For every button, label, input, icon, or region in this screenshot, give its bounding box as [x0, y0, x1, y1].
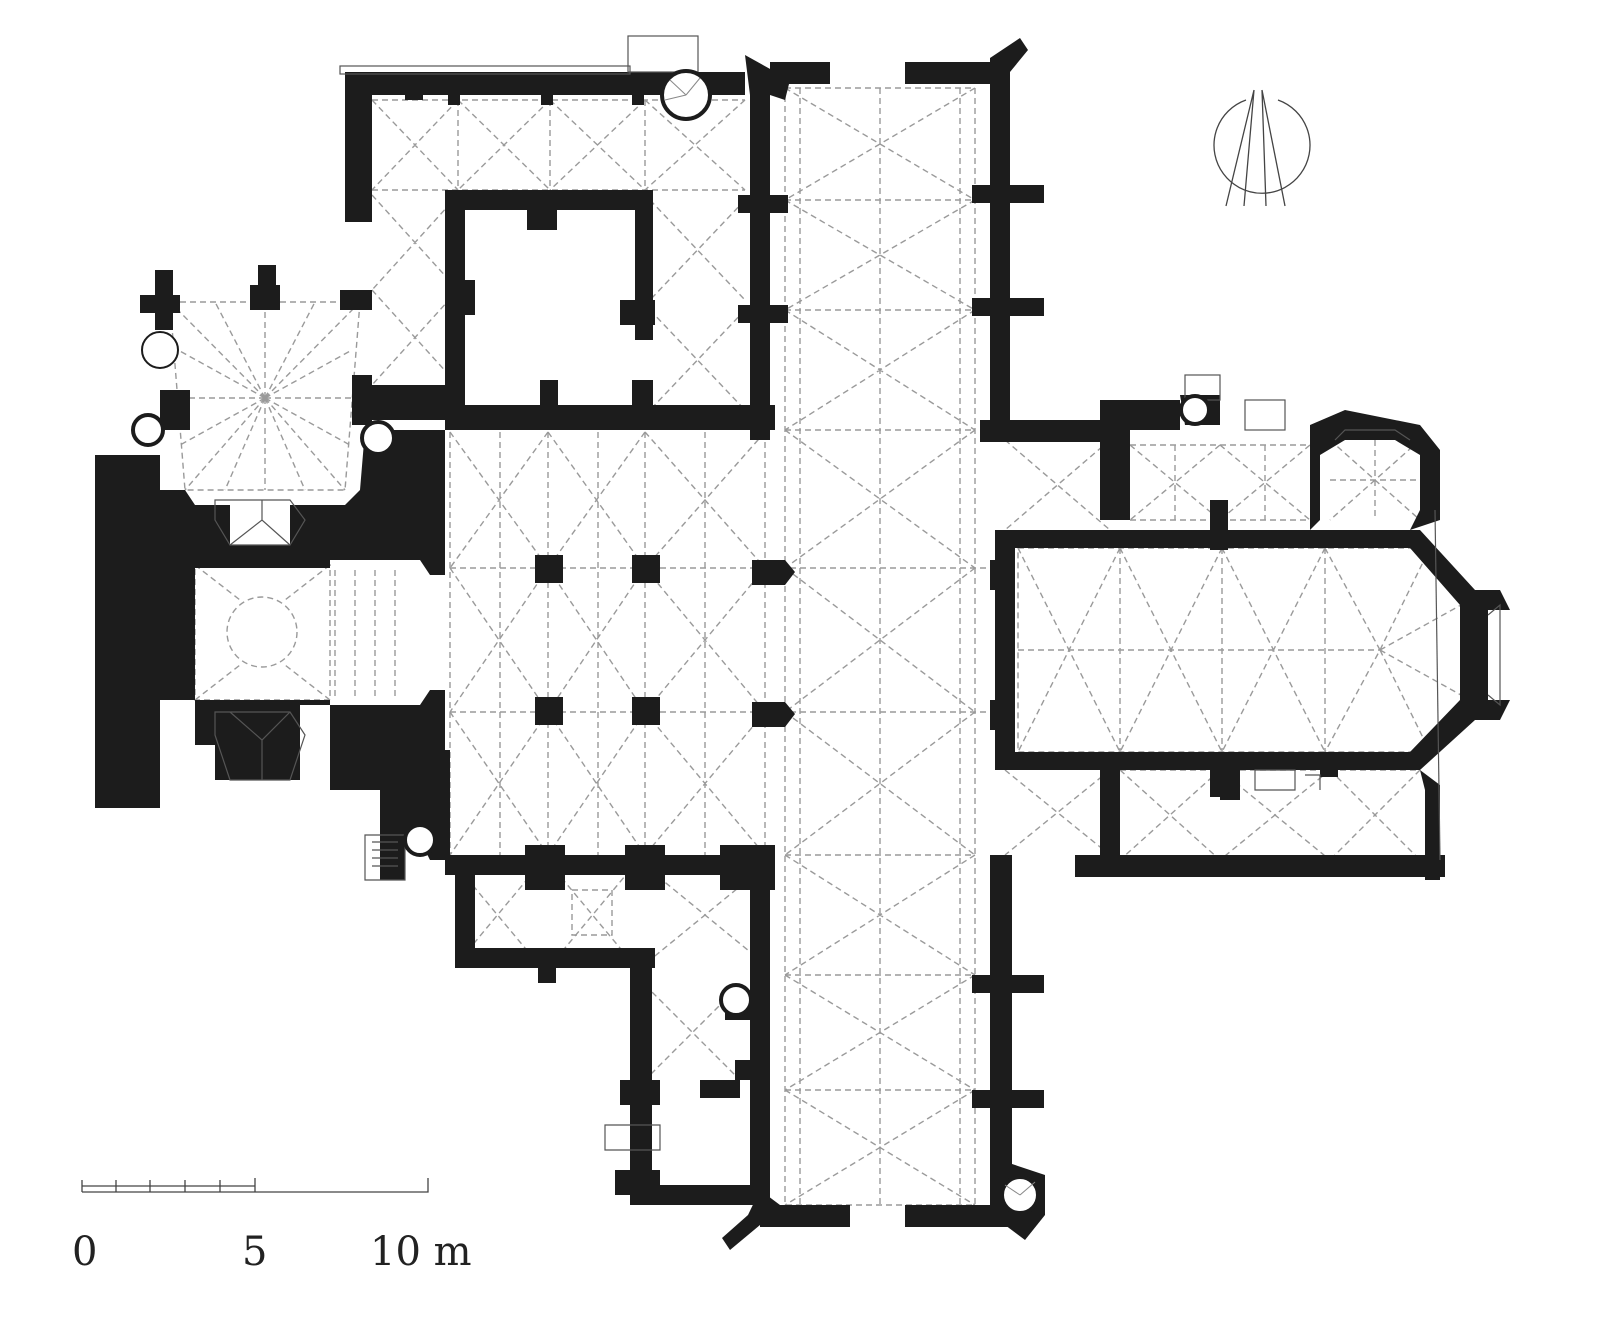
transept-vaults — [784, 87, 976, 1206]
west-front-mass — [95, 430, 445, 880]
transept-west-wall-s — [750, 855, 770, 1205]
transept-east-wall-s — [990, 855, 1012, 1225]
south-aisle-vaults — [1119, 769, 1421, 861]
spiral-stairs — [131, 69, 1211, 1215]
cloister-court-wall-n — [445, 190, 653, 210]
walls — [95, 38, 1510, 1250]
spiral-stair-icon — [131, 413, 165, 447]
vault-ribs — [169, 87, 1471, 1206]
north-chapel-wall — [1310, 410, 1440, 530]
south-chapel-vaults — [459, 869, 761, 1081]
spiral-stair-icon — [141, 331, 179, 369]
nave-vaults — [449, 431, 1000, 856]
spiral-stair-icon — [360, 420, 396, 456]
nave-pier — [752, 702, 795, 727]
west-vestibule-vault — [194, 564, 396, 701]
nave-pier — [632, 555, 660, 583]
spiral-stair-icon — [719, 983, 753, 1017]
outlines — [214, 35, 1501, 1151]
nave-pier — [535, 555, 563, 583]
choir-vaults — [1017, 547, 1471, 753]
scale-label-ten-meters: 10 m — [370, 1229, 472, 1275]
scale-label-five: 5 — [242, 1229, 268, 1275]
west-chapel-vault — [169, 301, 361, 491]
nave-pier — [752, 560, 795, 585]
transept-south-wall — [760, 1205, 850, 1227]
nave-pier — [535, 697, 563, 725]
nave-north-wall — [445, 405, 775, 430]
scale-bar — [81, 1178, 429, 1193]
north-arrow-icon — [1213, 89, 1311, 207]
transept-north-wall — [770, 62, 830, 84]
nave-pier — [632, 697, 660, 725]
spiral-stair-icon — [403, 823, 437, 857]
scale-label-zero: 0 — [72, 1229, 98, 1275]
spiral-stair-icon — [1179, 394, 1211, 426]
north-aisle-vaults — [1129, 439, 1421, 521]
crossing-vaults — [1004, 439, 1111, 856]
cloister-north-vaults — [371, 99, 746, 411]
